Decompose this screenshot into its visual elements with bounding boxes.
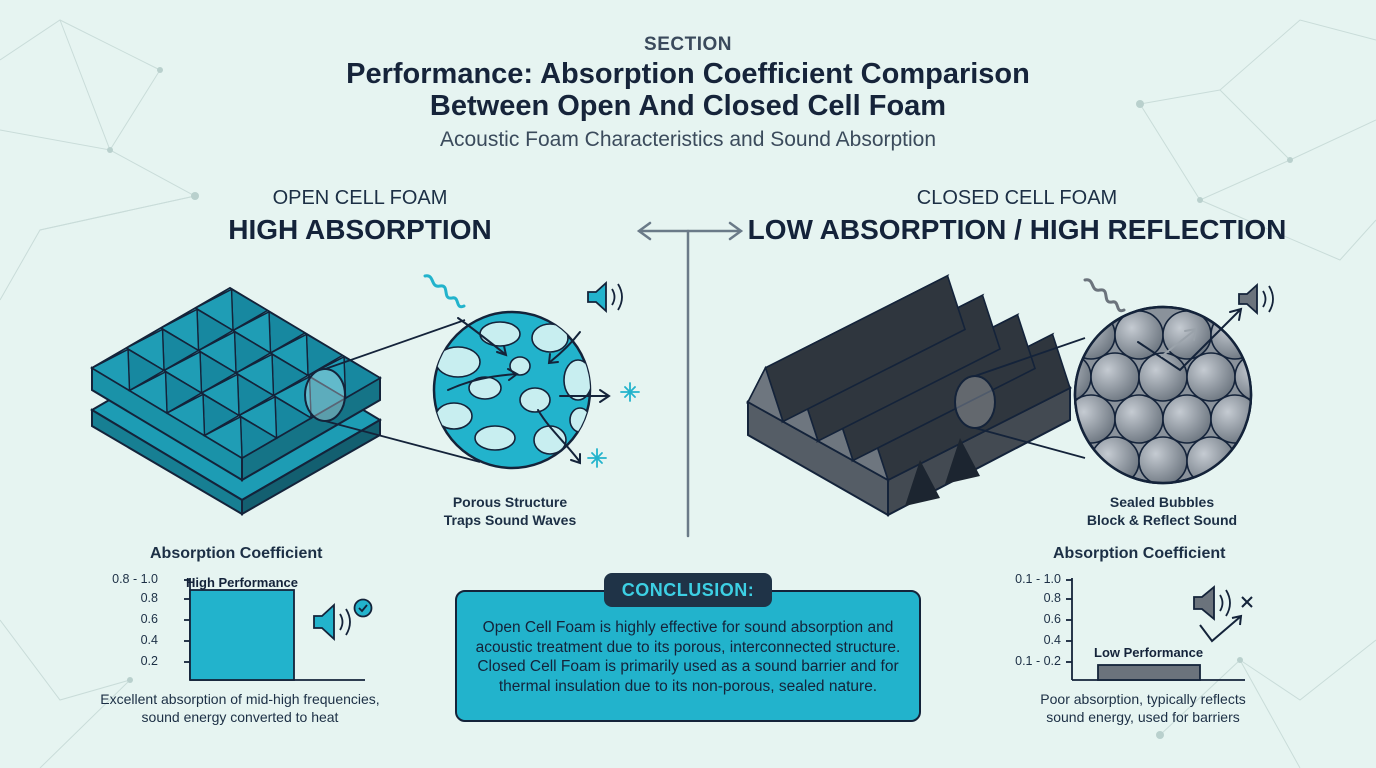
sealed-bubble: [1259, 395, 1300, 443]
sealed-bubble: [1186, 352, 1236, 402]
closed-tick-4: 0.4: [1043, 633, 1061, 647]
open-tick-3: 0.6: [140, 612, 158, 626]
foam-pyramid-face: [163, 349, 202, 372]
energy-spark-icon: [587, 382, 640, 468]
open-cell-caption: Porous Structure Traps Sound Waves: [420, 493, 600, 529]
foam-pyramid-face: [273, 374, 311, 397]
open-chart-axes: [184, 578, 365, 681]
foam-pyramid-face: [126, 327, 164, 349]
open-caption-line-1: Porous Structure: [452, 494, 568, 510]
sealed-bubble: [1234, 352, 1251, 402]
page-subtitle: Acoustic Foam Characteristics and Sound …: [439, 128, 937, 151]
foam-pyramid-face: [204, 414, 242, 437]
sealed-bubble: [1259, 311, 1300, 359]
speaker-icon: [1238, 282, 1274, 316]
foam-pyramid-face: [166, 392, 205, 414]
open-bar-label: High Performance: [186, 575, 298, 590]
closed-cell-label: CLOSED CELL FOAM: [916, 187, 1118, 209]
foam-pyramid-face: [238, 394, 277, 417]
foam-pyramid-face: [160, 307, 199, 329]
foam-pyramid-face: [198, 329, 236, 352]
sealed-bubble: [1138, 436, 1188, 483]
closed-tick-3: 0.6: [1043, 612, 1061, 626]
title-line-2: Between Open And Closed Cell Foam: [429, 90, 947, 122]
foam-pyramid-face: [129, 369, 167, 392]
foam-pyramid-face: [91, 347, 130, 369]
sealed-bubble: [1234, 436, 1251, 483]
closed-chart-title: Absorption Coefficient: [1053, 545, 1226, 562]
speaker-icon: [587, 280, 623, 314]
foam-pyramid-face: [232, 309, 271, 332]
sealed-bubble: [1283, 353, 1300, 401]
open-note-line-2: sound energy converted to heat: [141, 709, 339, 725]
open-tick-2: 0.8: [140, 591, 158, 605]
open-cell-heading: HIGH ABSORPTION: [228, 214, 492, 245]
closed-caption-line-2: Block & Reflect Sound: [1086, 512, 1238, 528]
sealed-bubble: [1138, 352, 1188, 402]
closed-tick-1: 0.1 - 1.0: [1015, 572, 1061, 586]
sealed-bubble: [1075, 436, 1092, 483]
closed-foam-ridges: [746, 273, 1071, 482]
conclusion-text: Open Cell Foam is highly effective for s…: [475, 619, 901, 695]
closed-bar-label: Low Performance: [1094, 645, 1204, 660]
open-cell-label: OPEN CELL FOAM: [272, 187, 448, 209]
sealed-bubble: [1210, 310, 1251, 360]
open-cell-foam-illustration: [90, 274, 640, 516]
page-title: Performance: Absorption Coefficient Comp…: [238, 58, 1138, 122]
comparison-divider: [636, 221, 744, 538]
sealed-bubble: [1090, 352, 1140, 402]
closed-caption-line-1: Sealed Bubbles: [1109, 494, 1215, 510]
sealed-bubble: [1162, 394, 1212, 444]
conclusion-box: Open Cell Foam is highly effective for s…: [455, 590, 921, 722]
closed-chart-bar: [1097, 664, 1201, 681]
open-tick-1: 0.8 - 1.0: [112, 572, 158, 586]
foam-pyramid-face: [195, 287, 233, 309]
foam-pyramid-face: [270, 332, 308, 354]
closed-cell-foam-illustration: [745, 273, 1300, 517]
open-foam-pyramids: [90, 287, 382, 460]
sealed-bubble: [1283, 437, 1300, 485]
open-note-line-1: Excellent absorption of mid-high frequen…: [100, 691, 380, 707]
open-tick-5: 0.2: [140, 654, 158, 668]
closed-chart-axes: [1066, 578, 1245, 681]
foam-pyramid-face: [235, 352, 274, 374]
closed-chart-note: Poor absorption, typically reflects soun…: [1003, 690, 1283, 726]
open-tick-4: 0.4: [140, 633, 158, 647]
conclusion-tag: CONCLUSION:: [604, 573, 772, 607]
title-line-1: Performance: Absorption Coefficient Comp…: [346, 58, 1030, 90]
foam-pyramid-face: [201, 372, 239, 394]
speaker-muted-icon: [1193, 585, 1253, 643]
open-chart-title: Absorption Coefficient: [150, 545, 323, 562]
open-chart-note: Excellent absorption of mid-high frequen…: [70, 690, 410, 726]
closed-note-line-1: Poor absorption, typically reflects: [1040, 691, 1246, 707]
open-chart-bar: [189, 589, 295, 681]
closed-tick-2: 0.8: [1043, 591, 1061, 605]
open-caption-line-2: Traps Sound Waves: [443, 512, 577, 528]
sealed-bubble: [1114, 394, 1164, 444]
closed-note-line-2: sound energy, used for barriers: [1046, 709, 1240, 725]
closed-tick-5: 0.1 - 0.2: [1015, 654, 1061, 668]
closed-cell-heading: LOW ABSORPTION / HIGH REFLECTION: [747, 214, 1287, 245]
closed-cell-caption: Sealed Bubbles Block & Reflect Sound: [1072, 493, 1252, 529]
section-label: SECTION: [644, 34, 732, 55]
foam-ridge-end: [746, 365, 785, 424]
speaker-check-icon: [313, 598, 373, 642]
sealed-bubble: [1075, 310, 1116, 360]
